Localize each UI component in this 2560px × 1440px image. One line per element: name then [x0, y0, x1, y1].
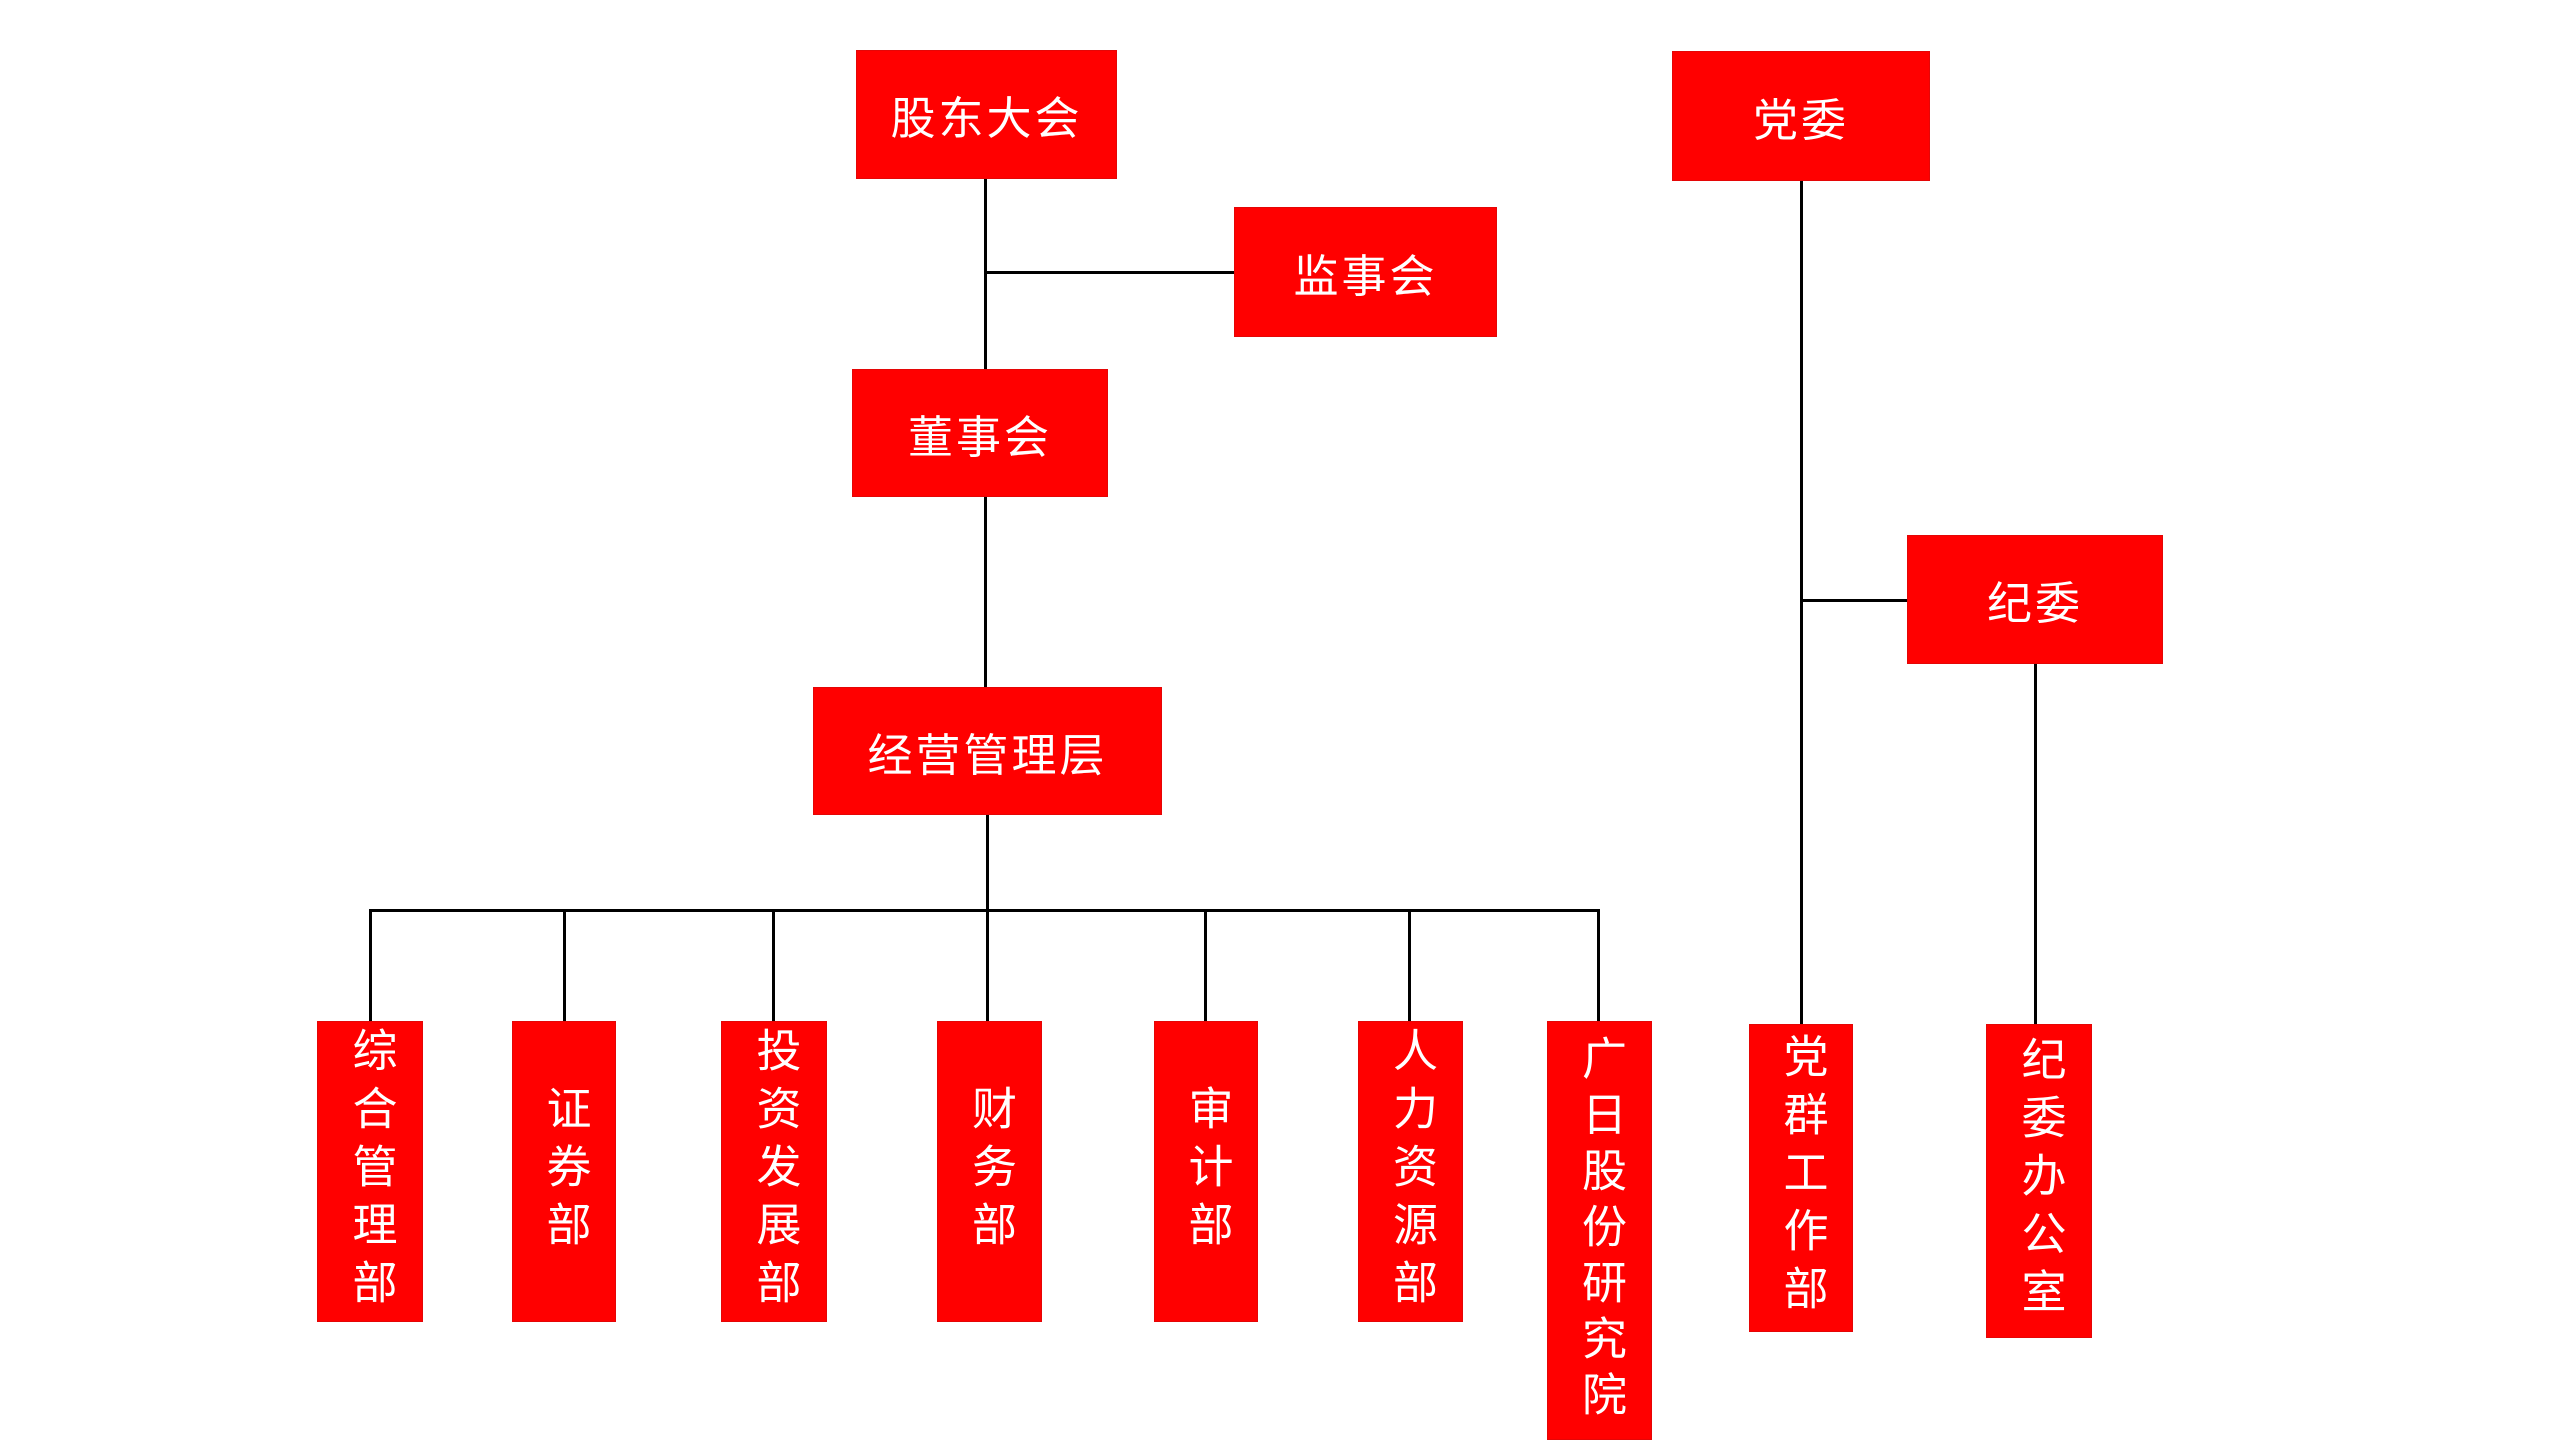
- node-guangri-research-institute-label: 广日股份研究院: [1575, 1034, 1625, 1427]
- node-party-committee-label: 党委: [1752, 95, 1849, 146]
- edge-board-to-management: [984, 497, 987, 687]
- node-securities-dept-label: 证券部: [539, 1084, 590, 1259]
- node-discipline-committee-office: 纪委办公室: [1986, 1024, 2092, 1338]
- node-human-resources-dept: 人力资源部: [1358, 1021, 1463, 1322]
- node-securities-dept: 证券部: [512, 1021, 616, 1322]
- edge-management-to-depts-trunk: [986, 815, 989, 1021]
- node-party-mass-work-dept: 党群工作部: [1749, 1024, 1853, 1332]
- node-party-mass-work-dept-label: 党群工作部: [1776, 1033, 1827, 1323]
- edge-party-to-discipline: [1800, 599, 1907, 602]
- edge-stub-investment-development: [772, 909, 775, 1021]
- node-finance-dept-label: 财务部: [965, 1084, 1015, 1259]
- edge-shareholders-to-supervisory: [984, 271, 1234, 274]
- edge-stub-research-institute: [1597, 909, 1600, 1021]
- node-investment-development-dept-label: 投资发展部: [749, 1026, 800, 1317]
- node-human-resources-dept-label: 人力资源部: [1386, 1026, 1436, 1317]
- node-discipline-committee-office-label: 纪委办公室: [2014, 1036, 2065, 1326]
- node-shareholders-meeting-label: 股东大会: [890, 94, 1083, 144]
- node-audit-dept-label: 审计部: [1181, 1084, 1232, 1259]
- node-supervisory-board: 监事会: [1234, 207, 1497, 337]
- node-management-team-label: 经营管理层: [867, 730, 1108, 781]
- node-shareholders-meeting: 股东大会: [856, 50, 1117, 179]
- node-management-team: 经营管理层: [813, 687, 1162, 815]
- edge-stub-general-management: [369, 909, 372, 1021]
- edge-stub-audit: [1204, 909, 1207, 1021]
- node-party-committee: 党委: [1672, 51, 1930, 181]
- edge-discipline-to-office: [2034, 664, 2037, 1024]
- node-board-of-directors-label: 董事会: [907, 412, 1052, 463]
- node-discipline-committee: 纪委: [1907, 535, 2163, 664]
- node-investment-development-dept: 投资发展部: [721, 1021, 827, 1322]
- node-board-of-directors: 董事会: [852, 369, 1108, 497]
- edge-party-to-party-mass: [1800, 181, 1803, 1024]
- edge-stub-human-resources: [1408, 909, 1411, 1021]
- node-guangri-research-institute: 广日股份研究院: [1547, 1021, 1652, 1440]
- node-audit-dept: 审计部: [1154, 1021, 1258, 1322]
- node-supervisory-board-label: 监事会: [1293, 251, 1438, 302]
- edge-stub-securities: [563, 909, 566, 1021]
- node-discipline-committee-label: 纪委: [1986, 579, 2083, 629]
- node-finance-dept: 财务部: [937, 1021, 1042, 1322]
- node-general-management-dept: 综合管理部: [317, 1021, 423, 1322]
- edge-depts-connector: [369, 909, 1600, 912]
- edge-shareholders-to-board: [984, 179, 987, 369]
- node-general-management-dept-label: 综合管理部: [345, 1026, 396, 1317]
